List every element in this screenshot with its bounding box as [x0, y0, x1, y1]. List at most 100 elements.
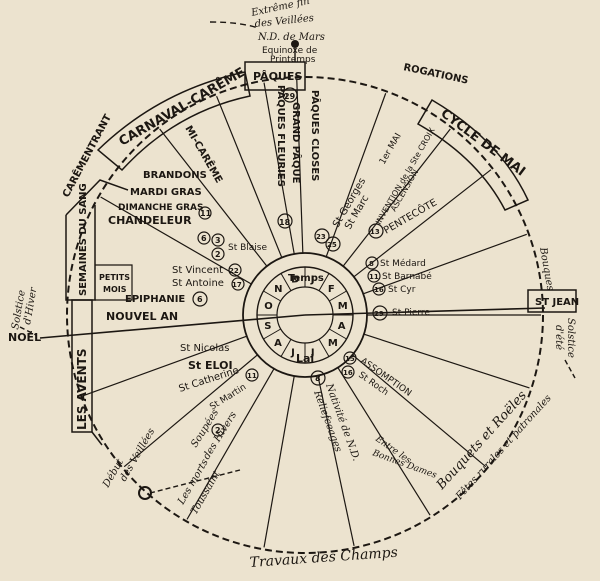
hub-month-letter: F — [328, 284, 335, 295]
st-vincent-label: St Vincent — [172, 265, 223, 276]
num-2: 2 — [215, 250, 221, 259]
spoke-line — [186, 368, 275, 520]
num-8: 8 — [369, 260, 374, 268]
hub-month-divider — [280, 273, 292, 292]
num-11b-circle — [245, 368, 259, 382]
num-2b-circle — [211, 423, 225, 437]
spoke-line — [363, 333, 530, 389]
num-16-circle — [372, 282, 386, 296]
band-joint-lines — [65, 179, 129, 446]
spoke-line — [296, 79, 304, 254]
spoke-line — [352, 354, 487, 468]
num-2b: 2 — [215, 426, 221, 435]
paques-closes-label: PÂQUES CLOSES — [309, 90, 322, 181]
top-dashed-arrow — [209, 21, 259, 29]
hub-month-divider — [318, 338, 330, 357]
semaines-band — [65, 205, 96, 301]
num-23-circle — [314, 228, 330, 244]
equinox-dot — [291, 40, 299, 48]
st-pierre-label: St Pierre — [392, 308, 430, 318]
epiphanie-label: EPIPHANIE — [125, 294, 185, 305]
num-29b: 29 — [374, 310, 384, 318]
spoke-line — [342, 128, 451, 267]
st-jean-box — [527, 289, 577, 313]
num-15-circle — [343, 351, 357, 365]
num-16: 16 — [374, 286, 384, 294]
noel-label: NOËL — [8, 330, 41, 344]
spoke-line — [317, 375, 355, 546]
num-6a: 6 — [201, 234, 207, 243]
spoke-line — [83, 335, 247, 397]
hub-month-letter: J — [310, 348, 315, 359]
num-6b-circle — [192, 291, 208, 307]
st-barnabe-label: St Barnabé — [382, 271, 432, 282]
hub-month-letter: M — [338, 301, 348, 312]
num-25: 25 — [327, 241, 337, 249]
brandons-label: BRANDONS — [143, 170, 207, 181]
solstice-ete-l1: Solstice — [565, 318, 576, 358]
equinox-l1: Equinoxe de — [262, 46, 318, 56]
noel-line — [39, 314, 306, 339]
num-11: 11 — [200, 209, 212, 218]
hub-month-divider — [263, 328, 282, 340]
num-16b-circle — [341, 365, 355, 379]
solstice-ete-l2: d'été — [553, 325, 564, 350]
num-25-circle — [325, 236, 341, 252]
paques-box — [244, 61, 306, 91]
hub-month-divider — [328, 290, 347, 302]
hub-lai: Lai — [296, 352, 314, 365]
nouvel-an-label: NOUVEL AN — [106, 310, 178, 323]
num-29: 29 — [284, 92, 296, 101]
num-3: 3 — [215, 236, 221, 245]
num-8-circle — [365, 256, 379, 270]
st-eloi-label: St ELOI — [188, 359, 233, 372]
grand-paque-label: GRAND PÂQUE — [290, 102, 303, 184]
spoke-line — [325, 93, 387, 257]
spoke-line — [159, 128, 268, 267]
num-6a-circle — [197, 231, 211, 245]
hub-month-divider — [280, 338, 292, 357]
spoke-line — [263, 375, 295, 548]
num-11c: 11 — [369, 273, 379, 281]
num-11-circle — [198, 206, 212, 220]
spoke-line — [123, 354, 258, 468]
spokes-group — [83, 79, 541, 548]
st-jean-line — [304, 307, 546, 316]
paques-label: PÂQUES — [253, 70, 302, 83]
spoke-line — [216, 95, 283, 258]
num-13-circle — [368, 223, 384, 239]
st-blaise-label: St Blaise — [228, 243, 267, 253]
num-17: 17 — [232, 281, 242, 289]
carnaval-band — [96, 71, 251, 172]
solstice-hiver-arrow — [19, 326, 37, 336]
num-15: 15 — [345, 355, 355, 363]
num-8b: 8 — [315, 374, 321, 383]
num-13: 13 — [370, 228, 380, 236]
hub-month-letter: N — [274, 284, 282, 295]
num-8b-circle — [310, 370, 326, 386]
spoke-line — [363, 233, 527, 295]
hub-month-divider — [263, 290, 282, 302]
dimanche-gras-label: DIMANCHE GRAS — [118, 203, 203, 213]
st-medard-label: St Médard — [380, 258, 426, 269]
num-18-circle — [277, 213, 293, 229]
avents-label: LES AVENTS — [75, 349, 89, 431]
mardi-gras-label: MARDI GRAS — [130, 187, 202, 198]
hub-month-letter: J — [290, 348, 295, 359]
st-antoine-label: St Antoine — [172, 278, 224, 289]
num-22: 22 — [229, 267, 239, 275]
num-23: 23 — [316, 233, 326, 241]
num-11c-circle — [367, 269, 381, 283]
paques-fleuries-label: PÂQUES FLEURIES — [275, 85, 288, 187]
hub-temps: Temps — [288, 273, 324, 284]
spoke-line — [263, 82, 295, 255]
num-11b: 11 — [247, 372, 257, 380]
num-16b: 16 — [343, 369, 353, 377]
hub-month-letter: D — [291, 274, 299, 285]
num-3-circle — [211, 233, 225, 247]
petits-mois-l1: PETITS — [99, 273, 130, 282]
